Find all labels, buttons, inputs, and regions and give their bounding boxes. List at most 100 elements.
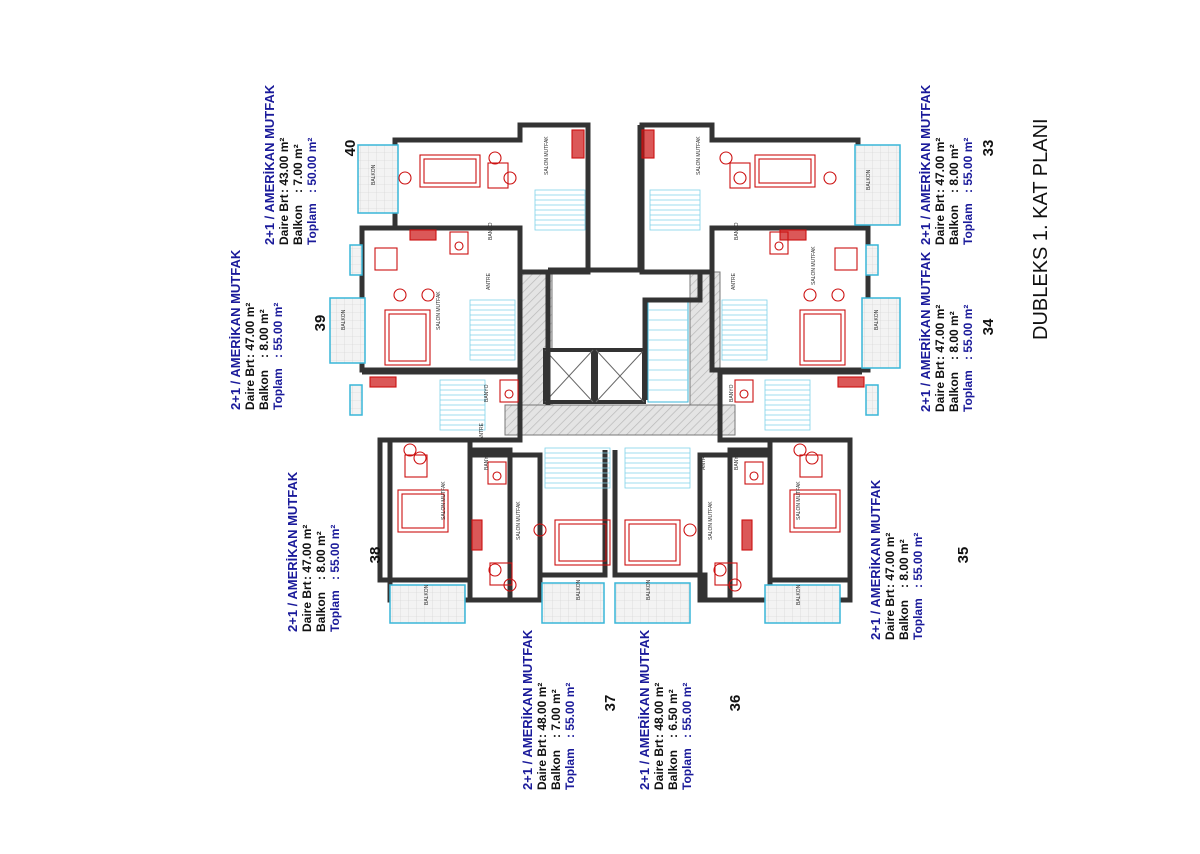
sofa: [789, 489, 841, 533]
unit-number-37: 37: [600, 688, 619, 718]
kitchen-counter: [641, 129, 655, 159]
balkon-label: Balkon: [549, 749, 563, 790]
daire-label: Daire Brt: [277, 194, 291, 245]
balcony: [329, 297, 366, 364]
room-label: BALKON: [874, 309, 880, 330]
unit-daire-row: Daire Brt: 48.00 m²: [535, 660, 549, 790]
unit-toplam-row: Toplam : 55.00 m²: [961, 115, 975, 245]
unit-daire-row: Daire Brt: 47.00 m²: [300, 502, 314, 632]
daire-label: Daire Brt: [933, 194, 947, 245]
balkon-value: : 6.50 m²: [666, 689, 680, 738]
sofa-seat: [803, 313, 842, 362]
kitchen-counter: [571, 129, 585, 159]
toplam-value: : 50.00 m²: [305, 137, 319, 193]
chair: [393, 288, 407, 302]
toilet: [739, 389, 749, 399]
unit-toplam-row: Toplam: 55.00 m²: [328, 502, 342, 632]
unit-number-35: 35: [953, 540, 972, 570]
room-label: SALON MUTFAK: [811, 246, 817, 285]
balkon-value: : 8.00 m²: [257, 309, 271, 358]
chair: [403, 443, 417, 457]
unit-toplam-row: Toplam: 55.00 m²: [563, 660, 577, 790]
chair: [803, 288, 817, 302]
room-label: BALKON: [796, 584, 802, 605]
unit-daire-row: Daire Brt: 48.00 m²: [652, 660, 666, 790]
unit-balkon-row: Balkon: 8.00 m²: [947, 115, 961, 245]
sofa-seat: [558, 523, 607, 562]
unit-toplam-row: Toplam : 55.00 m²: [680, 660, 694, 790]
apartment-wall: [709, 225, 871, 373]
balcony: [865, 384, 879, 416]
unit-type: 2+1 / AMERİKAN MUTFAK: [918, 84, 933, 245]
toplam-value: : 55.00 m²: [911, 532, 925, 588]
unit-type: 2+1 / AMERİKAN MUTFAK: [262, 84, 277, 245]
toplam-value: : 55.00 m²: [961, 137, 975, 193]
balkon-label: Balkon: [314, 591, 328, 632]
bathroom-fixture: [487, 461, 507, 485]
toplam-value: : 55.00 m²: [680, 682, 694, 738]
chair: [533, 523, 547, 537]
toilet: [454, 241, 464, 251]
unit-number-34: 34: [978, 312, 997, 342]
unit-balkon-row: Balkon: 7.00 m²: [291, 115, 305, 245]
unit-balkon-row: Balkon : 6.50 m²: [666, 660, 680, 790]
dining-table: [799, 454, 823, 478]
balcony: [865, 244, 879, 276]
sofa: [384, 309, 431, 366]
balcony: [614, 582, 691, 624]
room-label: ANTRE: [479, 422, 485, 440]
sofa: [754, 154, 816, 188]
sofa: [554, 519, 611, 566]
room-label: SALON MUTFAK: [708, 501, 714, 540]
daire-value: : 47.00 m²: [243, 302, 257, 358]
toplam-label: Toplam: [961, 370, 975, 412]
balkon-value: : 7.00 m²: [549, 689, 563, 738]
balkon-value: : 8.00 m²: [897, 539, 911, 588]
apartment-wall: [392, 122, 591, 275]
unit-balkon-row: Balkon: 8.00 m²: [257, 280, 271, 410]
dining-table: [489, 562, 513, 586]
toilet: [774, 241, 784, 251]
chair: [733, 171, 747, 185]
unit-type: 2+1 / AMERİKAN MUTFAK: [228, 249, 243, 410]
balkon-label: Balkon: [291, 204, 305, 245]
dining-table: [729, 162, 751, 189]
unit-number: 38: [367, 546, 384, 564]
room-label: SALON MUTFAK: [436, 291, 442, 330]
dining-table: [487, 162, 509, 189]
unit-daire-row: Daire Brt: 47.00 m²: [933, 282, 947, 412]
chair: [488, 151, 502, 165]
toplam-value: : 55.00 m²: [271, 302, 285, 358]
toilet: [504, 389, 514, 399]
balkon-value: : 8.00 m²: [947, 311, 961, 360]
bathroom-fixture: [744, 461, 764, 485]
toplam-label: Toplam: [680, 748, 694, 790]
toplam-label: Toplam: [961, 203, 975, 245]
kitchen-counter: [779, 229, 807, 241]
unit-number-36: 36: [725, 688, 744, 718]
toplam-label: Toplam: [271, 368, 285, 410]
unit-toplam-row: Toplam : 55.00 m²: [271, 280, 285, 410]
room-label: SALON MUTFAK: [544, 136, 550, 175]
toplam-value: : 55.00 m²: [961, 304, 975, 360]
balcony: [861, 297, 901, 369]
room-label: BALKON: [424, 584, 430, 605]
sofa-seat: [401, 493, 445, 529]
toplam-label: Toplam: [911, 598, 925, 640]
chair: [413, 451, 427, 465]
daire-value: : 48.00 m²: [535, 682, 549, 738]
unit-number: 37: [602, 694, 619, 712]
kitchen-counter: [369, 376, 397, 388]
bathroom-fixture: [769, 231, 789, 255]
chair: [719, 151, 733, 165]
unit-number: 35: [955, 546, 972, 564]
daire-value: : 47.00 m²: [300, 524, 314, 580]
unit-toplam-row: Toplam: 50.00 m²: [305, 115, 319, 245]
room-label: BALKON: [646, 579, 652, 600]
room-label: ANTRE: [731, 272, 737, 290]
balkon-label: Balkon: [666, 749, 680, 790]
balkon-value: : 8.00 m²: [314, 531, 328, 580]
